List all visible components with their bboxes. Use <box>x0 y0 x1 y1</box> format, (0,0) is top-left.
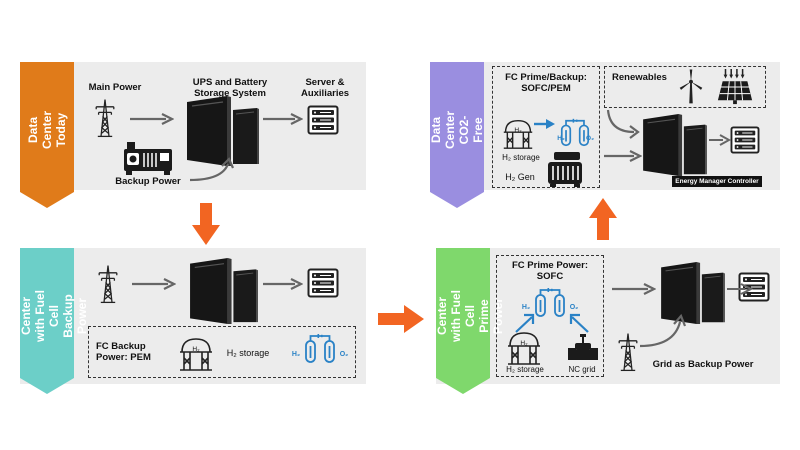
fuel-cell-icon <box>532 288 568 318</box>
label-server: Server & Auxiliaries <box>300 77 350 99</box>
label-main-power: Main Power <box>88 82 142 93</box>
arrow-ups-to-server <box>727 283 753 295</box>
fc-o2-label: O₂ <box>569 304 579 311</box>
arrow-grid-to-fc <box>569 313 589 333</box>
fc-prime-box <box>496 255 604 377</box>
arrow-ups-to-server <box>263 113 303 125</box>
arrow-fc-to-ups <box>604 150 642 162</box>
arrow-renewables-to-ups <box>606 109 640 139</box>
tag-prime: Data Center with Fuel Cell Prime Power <box>421 248 505 394</box>
solar-panel-icon <box>716 68 754 106</box>
fc-o2-label: O₂ <box>586 135 594 142</box>
tag-co2free: Data Center CO2-Free <box>429 62 485 208</box>
tag-co2free-text: Data Center CO2-Free <box>429 111 485 150</box>
server-rack-icon <box>730 126 760 154</box>
label-fc-prime-backup: FC Prime/Backup: SOFC/PEM <box>505 72 587 94</box>
fc-prime-backup-box <box>492 66 600 188</box>
server-rack-icon <box>307 268 339 298</box>
arrow-main-to-ups <box>130 113 174 125</box>
tank-h2-label: H₂ <box>192 346 200 353</box>
arrow-ups-to-server <box>709 134 731 146</box>
panel-co2free <box>430 62 780 190</box>
flow-arrow-down <box>192 203 220 245</box>
tag-today-shape <box>20 62 74 208</box>
tag-today-text: Data Center Today <box>26 111 68 150</box>
tag-backup-shape <box>20 248 74 394</box>
ups-cabinet-icon <box>642 114 708 176</box>
server-rack-icon <box>307 105 339 135</box>
flow-arrow-up <box>589 198 617 240</box>
fc-o2-label: O₂ <box>339 351 349 358</box>
arrow-backup-to-ups <box>189 157 235 182</box>
label-nc-grid: NC grid <box>568 365 596 374</box>
label-grid-backup: Grid as Backup Power <box>652 359 754 370</box>
label-h2-storage: H₂ storage <box>502 153 540 162</box>
label-ups: UPS and Battery Storage System <box>192 77 268 99</box>
label-h2-storage: H₂ storage <box>226 348 270 358</box>
tag-backup-text: Data Center with Fuel Cell Backup Power <box>5 290 89 342</box>
tag-prime-shape <box>436 248 490 394</box>
electrolyzer-icon <box>544 148 584 188</box>
tag-prime-text: Data Center with Fuel Cell Prime Power <box>421 290 505 342</box>
label-renewables: Renewables <box>612 72 667 83</box>
generator-icon <box>122 140 174 176</box>
label-h2-gen: H₂ Gen <box>505 172 535 182</box>
transmission-tower-icon <box>96 262 120 306</box>
tag-backup: Data Center with Fuel Cell Backup Power <box>5 248 89 394</box>
arrow-storage-to-fc <box>515 313 535 333</box>
tank-h2-label: H₂ <box>520 340 528 347</box>
flow-arrow-right <box>378 305 424 333</box>
fuel-cell-icon <box>302 334 338 364</box>
valve-icon <box>567 332 599 364</box>
tag-co2free-shape <box>430 62 484 208</box>
label-h2-storage: H₂ storage <box>506 365 544 374</box>
fc-h2-label: H₂ <box>291 351 301 358</box>
arrow-grid-backup-to-ups <box>639 313 687 348</box>
tag-today: Data Center Today <box>20 62 74 208</box>
tank-h2-label: H₂ <box>514 127 522 134</box>
label-backup-power: Backup Power <box>115 176 181 187</box>
arrow-ups-to-server <box>263 278 303 290</box>
energy-manager-controller: Energy Manager Controller <box>672 176 762 187</box>
label-fc-backup: FC Backup Power: PEM <box>96 341 151 363</box>
ups-cabinet-icon <box>188 258 260 324</box>
arrow-fc-to-ups <box>612 283 656 295</box>
transmission-tower-icon <box>93 98 117 138</box>
fc-backup-box <box>88 326 356 378</box>
renewables-box <box>604 66 766 108</box>
fc-h2-label: H₂ <box>557 135 565 142</box>
label-fc-prime: FC Prime Power: SOFC <box>511 260 589 282</box>
fc-h2-label: H₂ <box>521 304 531 311</box>
wind-turbine-icon <box>678 68 704 104</box>
arrow-storage-to-fc <box>534 119 555 129</box>
arrow-grid-to-ups <box>132 278 176 290</box>
